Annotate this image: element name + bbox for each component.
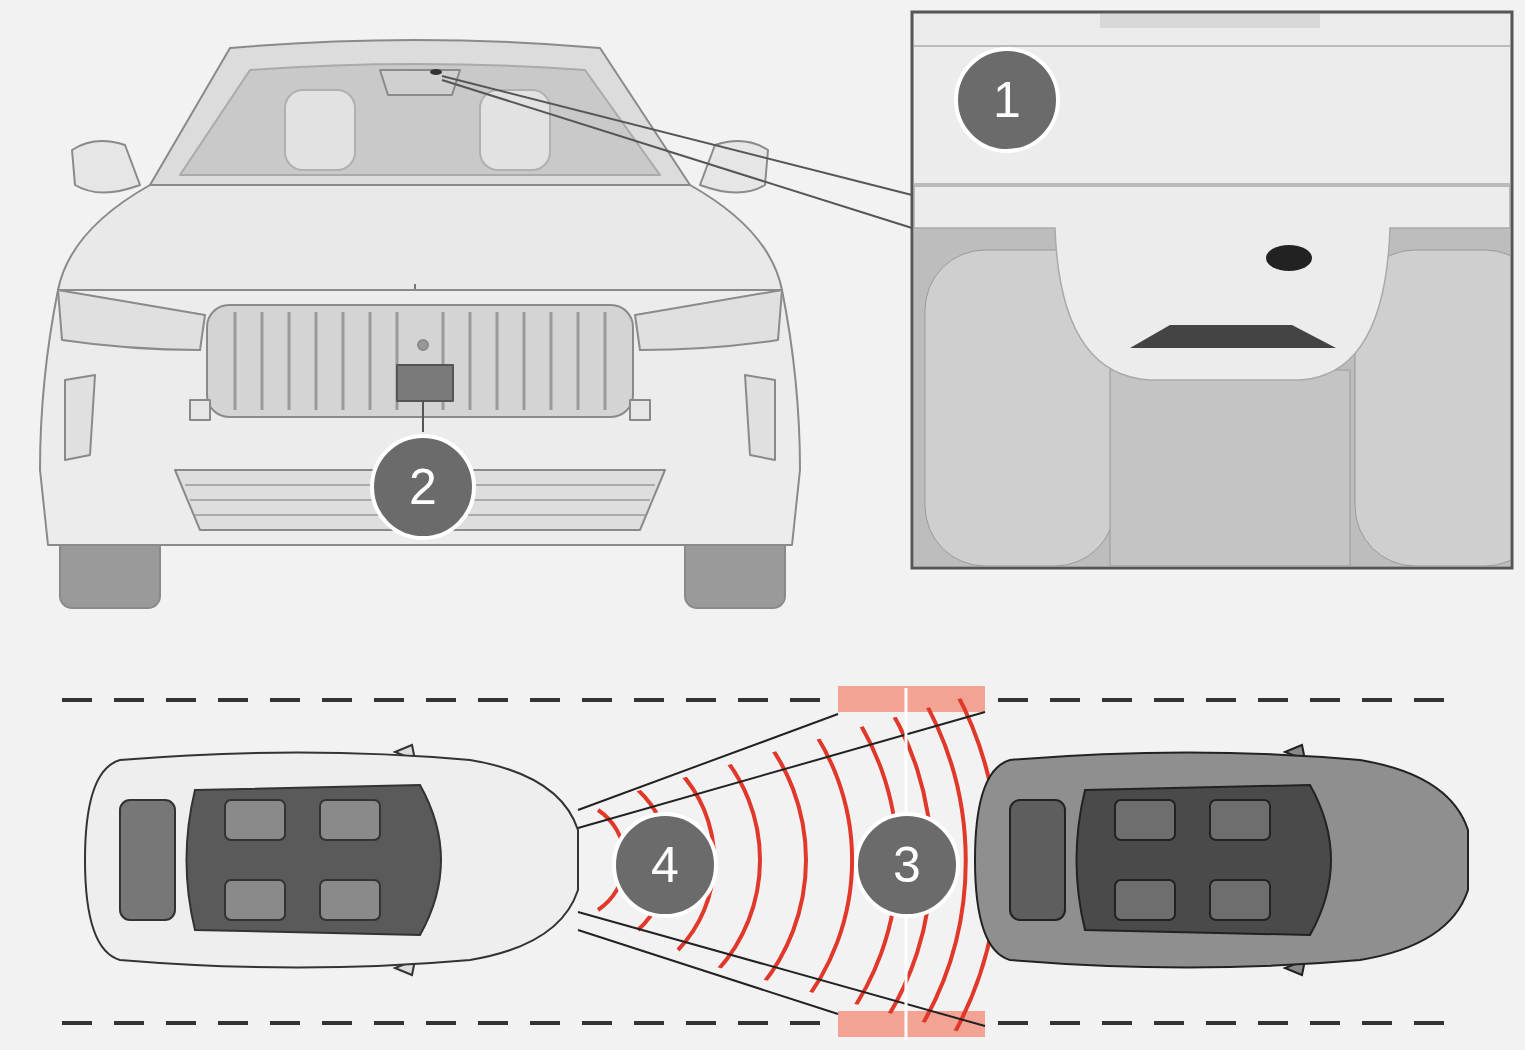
own-car-top-view xyxy=(85,745,578,975)
hood xyxy=(58,185,782,290)
mirror-mount xyxy=(914,186,1510,380)
front-view-car xyxy=(40,40,800,608)
camera xyxy=(430,69,442,75)
sensor xyxy=(190,400,210,420)
callout-number: 2 xyxy=(409,462,437,512)
callout-circle: 2 xyxy=(370,434,476,540)
lane-markings xyxy=(62,700,1450,1023)
radar-sensor xyxy=(397,365,453,401)
grille-bars xyxy=(235,312,605,410)
callout-circle: 4 xyxy=(612,812,718,918)
callout-circle: 1 xyxy=(954,47,1060,153)
beam-edges xyxy=(578,712,985,1026)
side-mirror xyxy=(72,141,140,193)
callout-circle: 3 xyxy=(854,812,960,918)
sensor-dot xyxy=(418,340,428,350)
seat xyxy=(285,90,355,170)
fog-light xyxy=(745,375,775,460)
cabin xyxy=(180,64,660,175)
windshield xyxy=(150,40,690,185)
grille xyxy=(207,305,633,417)
radar-waves xyxy=(598,690,998,1032)
console xyxy=(1110,370,1350,566)
camera-window xyxy=(1130,325,1336,348)
camera-lens xyxy=(1266,245,1312,271)
callout-number: 1 xyxy=(993,75,1021,125)
callout-number: 3 xyxy=(893,840,921,890)
fog-light xyxy=(65,375,95,460)
headlight xyxy=(635,290,782,350)
headlight xyxy=(58,290,205,350)
sensor xyxy=(630,400,650,420)
camera-inset xyxy=(912,12,1525,568)
leader-lines xyxy=(423,76,912,432)
callout-number: 4 xyxy=(651,840,679,890)
side-mirror xyxy=(700,141,768,193)
front-body xyxy=(40,290,800,545)
vehicle-ahead-top-view xyxy=(975,745,1468,975)
